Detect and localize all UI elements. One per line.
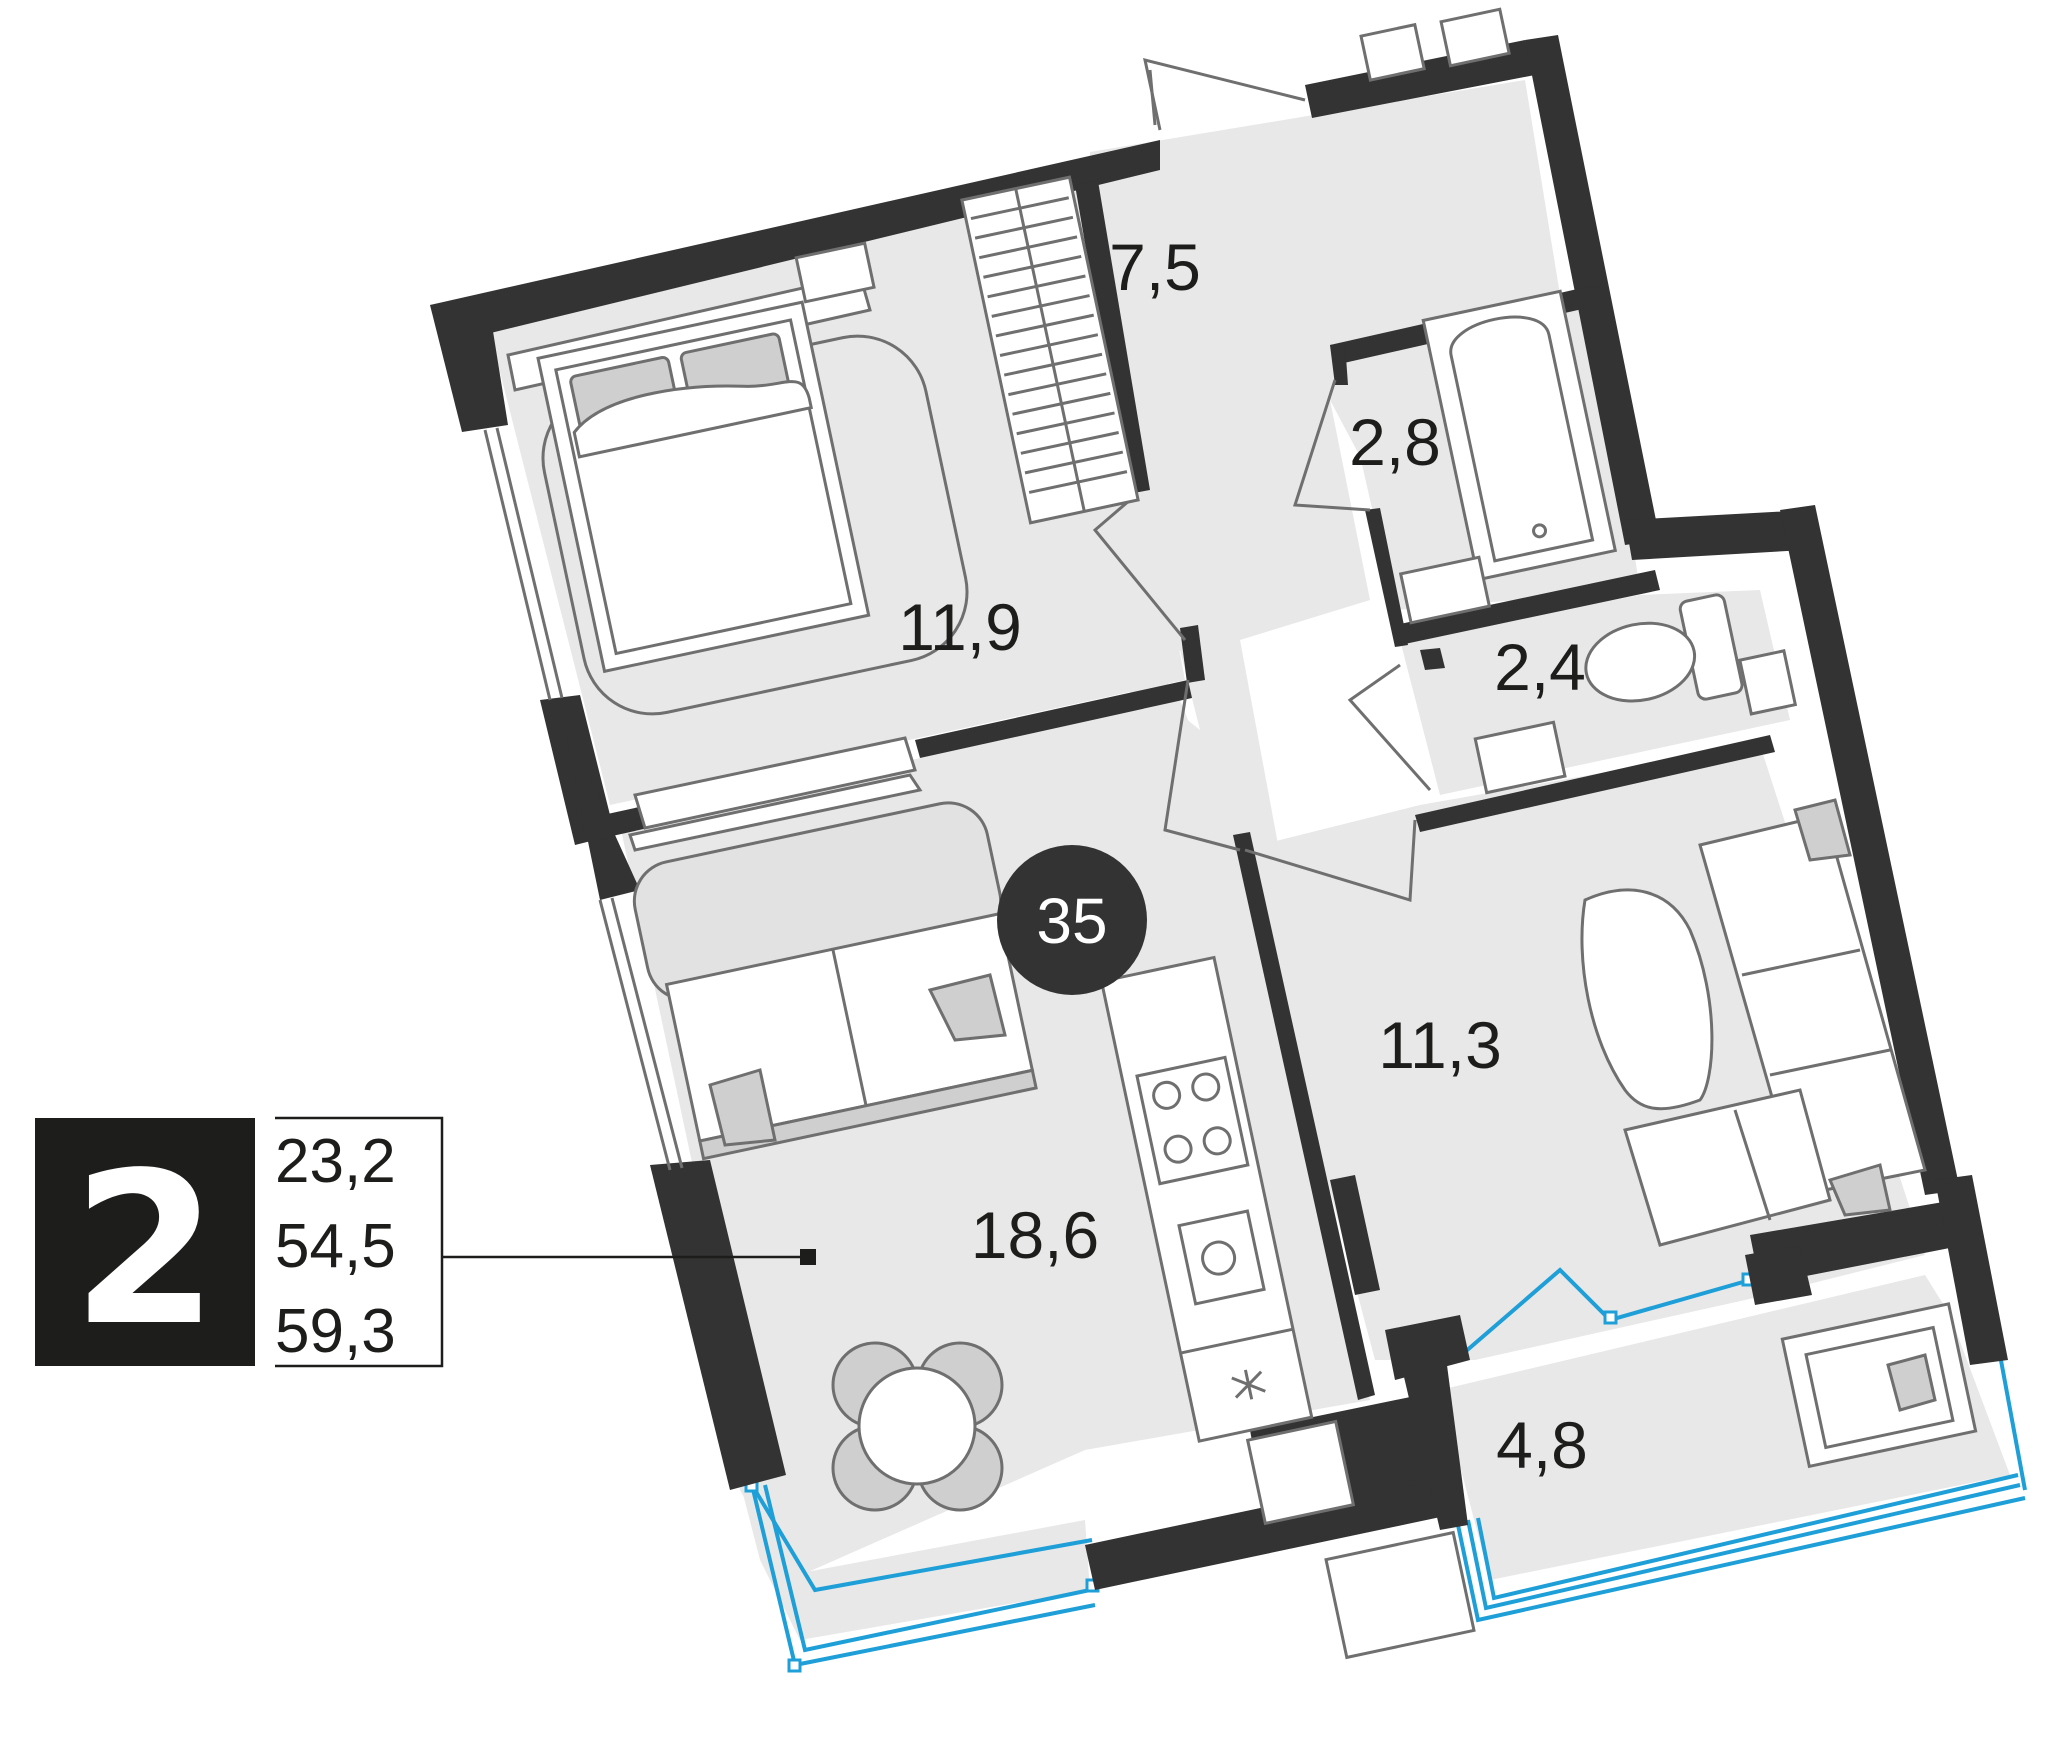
bath-door bbox=[1292, 379, 1371, 512]
wall-bottom-kitchen bbox=[1085, 1470, 1450, 1590]
balcony-area: 4,8 bbox=[1496, 1408, 1588, 1482]
room-labels: 7,5 2,8 2,4 11,9 18,6 11,3 4,8 bbox=[898, 230, 1588, 1482]
toilet-sink bbox=[1473, 720, 1567, 795]
apartment-number: 35 bbox=[1036, 885, 1107, 957]
toilet-door bbox=[1347, 663, 1432, 791]
pointer-dot bbox=[800, 1249, 816, 1265]
burner-3 bbox=[1163, 1134, 1193, 1164]
burner-4 bbox=[1202, 1126, 1232, 1156]
sofa-pillow-2 bbox=[708, 1068, 777, 1147]
toilet-area: 2,4 bbox=[1494, 630, 1586, 704]
kitchen-area: 18,6 bbox=[971, 1198, 1099, 1272]
entrance-door bbox=[1143, 57, 1306, 131]
burner-2 bbox=[1191, 1072, 1221, 1102]
tv-shelf bbox=[633, 736, 917, 830]
wall-right-lower bbox=[1625, 510, 1810, 560]
wall-right-lower2 bbox=[1780, 505, 1960, 1195]
burner-1 bbox=[1152, 1080, 1182, 1110]
wall-top-bedroom bbox=[430, 140, 1160, 340]
wall-toilet-left bbox=[1420, 648, 1445, 670]
walls bbox=[430, 35, 2008, 1590]
kitchen-window-left bbox=[598, 899, 672, 1171]
sofa-pillow-1 bbox=[927, 973, 1007, 1042]
furniture bbox=[483, 7, 1978, 1660]
bathtub bbox=[1421, 289, 1618, 582]
info-panel: 2 23,2 54,5 59,3 bbox=[35, 1116, 816, 1372]
wall-right-end bbox=[1935, 1175, 2008, 1365]
wall-balcony-right bbox=[1745, 1245, 1812, 1305]
balcony-glazing-inner bbox=[1466, 1483, 2021, 1611]
double-bed bbox=[536, 300, 871, 674]
wall-wardrobe bbox=[1075, 181, 1150, 494]
ac-unit-bottom bbox=[1324, 1530, 1476, 1660]
areas-bracket bbox=[275, 1116, 444, 1368]
bath-sink bbox=[1398, 555, 1492, 625]
doors bbox=[1092, 57, 1432, 902]
wall-hall-left-lower bbox=[1180, 625, 1205, 683]
wall-left-strip bbox=[560, 705, 640, 900]
kitchen-shelf bbox=[628, 773, 923, 852]
toilet bbox=[1584, 593, 1744, 703]
living-area: 23,2 bbox=[275, 1127, 396, 1196]
bedroom-dresser bbox=[794, 241, 876, 304]
bedroom-door bbox=[1092, 498, 1187, 641]
bedroom-area: 11,9 bbox=[898, 590, 1022, 664]
wall-bedroom-bottom bbox=[915, 680, 1192, 758]
living-pillow-1 bbox=[1793, 798, 1852, 862]
ac-unit-top bbox=[1359, 22, 1426, 82]
wall-kitchen-right bbox=[1233, 832, 1375, 1400]
wall-bath-left-b bbox=[1365, 508, 1408, 647]
wardrobe-shelves bbox=[970, 196, 1128, 494]
kitchen-balcony-glazing-inner bbox=[763, 1484, 1091, 1653]
hallway-area: 7,5 bbox=[1109, 230, 1201, 304]
wall-toilet-bottom bbox=[1415, 735, 1775, 832]
apartment-badge-circle bbox=[997, 845, 1147, 995]
total-area: 54,5 bbox=[275, 1212, 396, 1281]
balcony-door bbox=[1463, 1267, 1751, 1354]
living-room-area: 11,3 bbox=[1378, 1008, 1502, 1082]
balcony-glazing bbox=[1456, 1496, 2026, 1623]
balcony-pillow bbox=[1886, 1353, 1937, 1412]
wall-balcony-divider bbox=[1400, 1350, 1468, 1530]
living-table bbox=[1580, 888, 1714, 1111]
bedroom-window-2 bbox=[495, 427, 564, 699]
living-pillow-2 bbox=[1827, 1163, 1892, 1217]
entrance-door-leaf bbox=[1148, 69, 1157, 126]
kitchen-window-left-2 bbox=[610, 897, 684, 1169]
sink-drain bbox=[1201, 1240, 1237, 1276]
wall-bath-left-a bbox=[1330, 343, 1348, 385]
kitchen-counter bbox=[1099, 955, 1314, 1443]
room-count: 2 bbox=[72, 1127, 218, 1372]
toilet-shaft bbox=[1738, 649, 1798, 716]
bedroom-window bbox=[483, 429, 552, 701]
wall-kitchen-right-lower bbox=[1330, 1175, 1380, 1295]
glazing bbox=[750, 1267, 2027, 1668]
balcony-right-glazing bbox=[1998, 1354, 2027, 1491]
dining-table bbox=[831, 1341, 1004, 1512]
wardrobe bbox=[960, 175, 1140, 525]
kitchen-shaft bbox=[1245, 1419, 1356, 1526]
balcony-glazing-inner2 bbox=[1476, 1473, 2019, 1601]
kitchen-balcony-floor bbox=[742, 1490, 1090, 1640]
fridge-mark bbox=[1231, 1369, 1266, 1400]
apartment-badge: 35 bbox=[997, 845, 1147, 995]
hall-door-lower bbox=[1244, 819, 1417, 902]
bathroom-area: 2,8 bbox=[1349, 405, 1441, 479]
tub-drain bbox=[1532, 523, 1548, 539]
wall-bath-bottom bbox=[1395, 570, 1660, 645]
room-count-box bbox=[35, 1118, 255, 1366]
bedroom-door-2 bbox=[1163, 679, 1241, 852]
ac-unit-top2 bbox=[1439, 7, 1511, 68]
wall-left-bottom bbox=[650, 1160, 786, 1490]
kitchen-window bbox=[750, 1483, 1093, 1593]
total-area-with-balcony: 59,3 bbox=[275, 1297, 396, 1366]
living-sofa bbox=[1623, 813, 1927, 1247]
